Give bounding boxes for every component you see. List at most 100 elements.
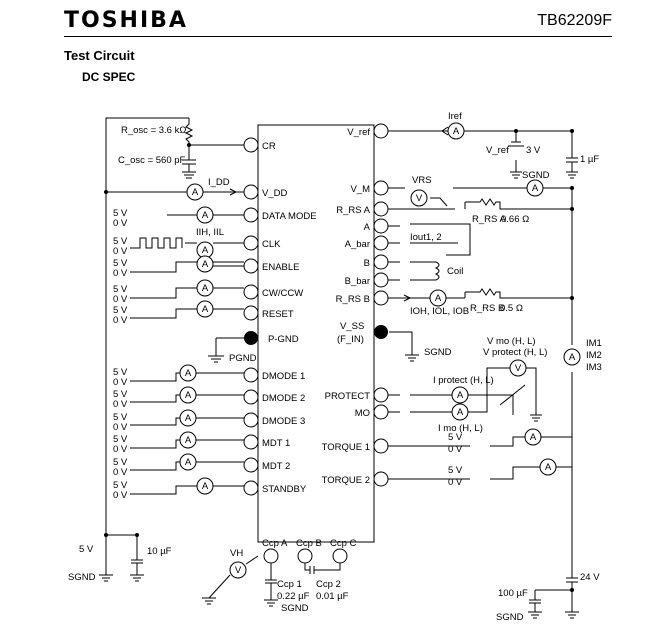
svg-text:0 V: 0 V xyxy=(113,377,128,388)
ic-body xyxy=(257,124,375,543)
svg-text:0 V: 0 V xyxy=(113,490,128,501)
svg-text:PGND: PGND xyxy=(229,353,257,364)
svg-text:Ccp C: Ccp C xyxy=(330,538,357,549)
left-pin-label-2: DATA MODE xyxy=(262,211,317,222)
left-pin-label-5: CW/CCW xyxy=(262,288,303,299)
left-pin-0 xyxy=(243,137,259,153)
svg-text:Ccp 1: Ccp 1 xyxy=(277,579,302,590)
svg-text:A: A xyxy=(457,407,464,418)
svg-text:0 V: 0 V xyxy=(113,422,128,433)
svg-text:A: A xyxy=(202,304,209,315)
right-pin-11 xyxy=(373,471,389,487)
svg-text:Iout1, 2: Iout1, 2 xyxy=(410,232,442,243)
svg-text:IIH, IIL: IIH, IIL xyxy=(196,227,224,238)
svg-text:V: V xyxy=(515,363,522,374)
right-pin-label-4: A_bar xyxy=(345,239,370,250)
svg-text:VH: VH xyxy=(230,548,243,559)
meter-data-mode xyxy=(196,206,214,224)
ccp-b-pin xyxy=(297,548,313,564)
svg-text:A: A xyxy=(185,390,192,401)
meter-dmode2 xyxy=(179,386,197,404)
svg-text:5 V: 5 V xyxy=(113,434,128,445)
svg-text:5 V: 5 V xyxy=(113,208,128,219)
left-pin-3 xyxy=(243,235,259,251)
left-pin-label-12: STANDBY xyxy=(262,484,307,495)
svg-text:0.66 Ω: 0.66 Ω xyxy=(501,214,529,225)
svg-text:IM3: IM3 xyxy=(586,362,602,373)
left-pin-label-3: CLK xyxy=(262,239,281,250)
right-pin-0 xyxy=(373,123,389,139)
svg-text:5 V: 5 V xyxy=(113,258,128,269)
svg-text:5 V: 5 V xyxy=(113,305,128,316)
svg-text:Iref: Iref xyxy=(448,111,462,122)
right-pin-label-6: B_bar xyxy=(345,276,370,287)
svg-text:0 V: 0 V xyxy=(113,315,128,326)
svg-text:I_DD: I_DD xyxy=(208,177,230,188)
svg-text:5 V: 5 V xyxy=(113,457,128,468)
right-pin-label-11: TORQUE 2 xyxy=(322,475,370,486)
svg-text:0 V: 0 V xyxy=(113,294,128,305)
left-pin-label-10: MDT 1 xyxy=(262,438,290,449)
svg-text:R_RS A: R_RS A xyxy=(472,214,506,225)
meter-cw xyxy=(196,279,214,297)
svg-text:V_ref: V_ref xyxy=(486,145,509,156)
right-pin-label-1: V_M xyxy=(350,184,370,195)
part-number: TB62209F xyxy=(537,12,612,29)
left-pin-label-7: DMODE 1 xyxy=(262,371,305,382)
svg-text:Coil: Coil xyxy=(447,266,463,277)
svg-text:I protect (H, L): I protect (H, L) xyxy=(433,375,494,386)
svg-text:A: A xyxy=(185,435,192,446)
svg-text:A: A xyxy=(192,187,199,198)
left-pin-5 xyxy=(243,284,259,300)
section-title: Test Circuit xyxy=(64,48,135,63)
meter-iprotect xyxy=(451,386,469,404)
svg-text:(F_IN): (F_IN) xyxy=(337,334,364,345)
svg-text:0 V: 0 V xyxy=(113,399,128,410)
left-pin-11 xyxy=(243,457,259,473)
svg-text:SGND: SGND xyxy=(496,612,524,623)
svg-text:A: A xyxy=(202,283,209,294)
svg-text:0 V: 0 V xyxy=(113,444,128,455)
left-pin-label-0: CR xyxy=(262,141,276,152)
svg-text:VRS: VRS xyxy=(412,175,432,186)
meter-mdt2 xyxy=(179,453,197,471)
right-pin-label-0: V_ref xyxy=(347,127,370,138)
subsection-title: DC SPEC xyxy=(82,70,136,84)
svg-text:0.22 µF: 0.22 µF xyxy=(277,591,310,602)
meter-torque1 xyxy=(524,428,542,446)
svg-text:3 V: 3 V xyxy=(526,145,541,156)
meter-vh xyxy=(229,561,247,579)
svg-text:24 V: 24 V xyxy=(580,572,600,583)
svg-text:5 V: 5 V xyxy=(113,480,128,491)
meter-vrs xyxy=(410,189,428,207)
meter-im xyxy=(563,348,581,366)
right-pin-1 xyxy=(373,180,389,196)
meter-sgnd xyxy=(526,179,544,197)
right-pin-label-8: PROTECT xyxy=(325,391,371,402)
svg-text:Ccp A: Ccp A xyxy=(262,538,288,549)
vss-pin-dot xyxy=(374,325,388,339)
meter-dmode1 xyxy=(179,364,197,382)
svg-text:A: A xyxy=(185,413,192,424)
right-pin-4 xyxy=(373,235,389,251)
brand-logo: TOSHIBA xyxy=(64,8,188,33)
svg-text:SGND: SGND xyxy=(281,603,309,614)
right-pin-8 xyxy=(373,387,389,403)
right-pin-label-9: MO xyxy=(355,408,370,419)
right-pin-7 xyxy=(373,290,389,306)
svg-text:V: V xyxy=(235,565,242,576)
svg-text:5 V: 5 V xyxy=(448,465,463,476)
meter-torque2 xyxy=(539,458,557,476)
right-pin-3 xyxy=(373,218,389,234)
meter-enable xyxy=(196,255,214,273)
svg-text:A: A xyxy=(185,457,192,468)
svg-text:0 V: 0 V xyxy=(113,218,128,229)
svg-text:P-GND: P-GND xyxy=(268,334,299,345)
left-pin-8 xyxy=(243,389,259,405)
svg-text:100 µF: 100 µF xyxy=(498,588,528,599)
svg-text:A: A xyxy=(202,259,209,270)
left-pin-7 xyxy=(243,367,259,383)
right-pin-label-7: R_RS B xyxy=(336,294,370,305)
svg-text:IM1: IM1 xyxy=(586,338,602,349)
